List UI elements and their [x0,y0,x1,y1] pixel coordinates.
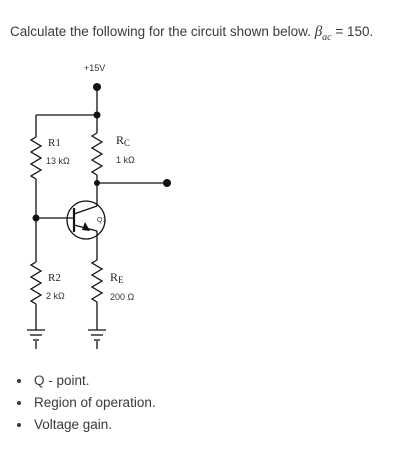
r1-name: R1 [48,137,61,149]
r2-value: 2 kΩ [46,291,65,301]
collector-junction [94,180,100,186]
beta-value: = 150. [335,24,374,39]
re-value: 200 Ω [110,292,135,302]
task-item-q-point: Q - point. [32,370,156,392]
transistor-label: Q1 [97,217,106,224]
circuit-diagram: +15V R1 13 kΩ RC 1 kΩ Q1 R2 2 kΩ RE 200 … [27,63,171,349]
rc-name: RC [116,133,130,148]
r2-resistor [29,261,43,305]
supply-label: +15V [84,63,105,73]
task-item-region: Region of operation. [32,392,156,414]
top-junction [93,111,101,119]
r1-value: 13 kΩ [46,156,70,166]
emitter-arrow [82,222,90,231]
supply-terminal [93,83,101,91]
task-item-gain: Voltage gain. [32,414,156,436]
base-junction [32,214,40,222]
rc-value: 1 kΩ [116,155,135,165]
ground-right [88,329,106,349]
rc-resistor [90,132,104,176]
question-sentence: Calculate the following for the circuit … [10,24,311,39]
task-list: Q - point. Region of operation. Voltage … [14,370,156,436]
output-terminal [163,179,171,187]
beta-symbol: βac [314,24,332,43]
transistor-envelope [66,200,106,240]
question-text: Calculate the following for the circuit … [10,24,373,43]
beta-subscript: ac [322,32,332,43]
re-resistor [90,259,104,303]
r2-name: R2 [48,272,61,284]
ground-left [27,329,45,349]
re-name: RE [110,270,124,285]
r1-resistor [29,136,43,180]
transistor-collector-lead [73,205,98,215]
